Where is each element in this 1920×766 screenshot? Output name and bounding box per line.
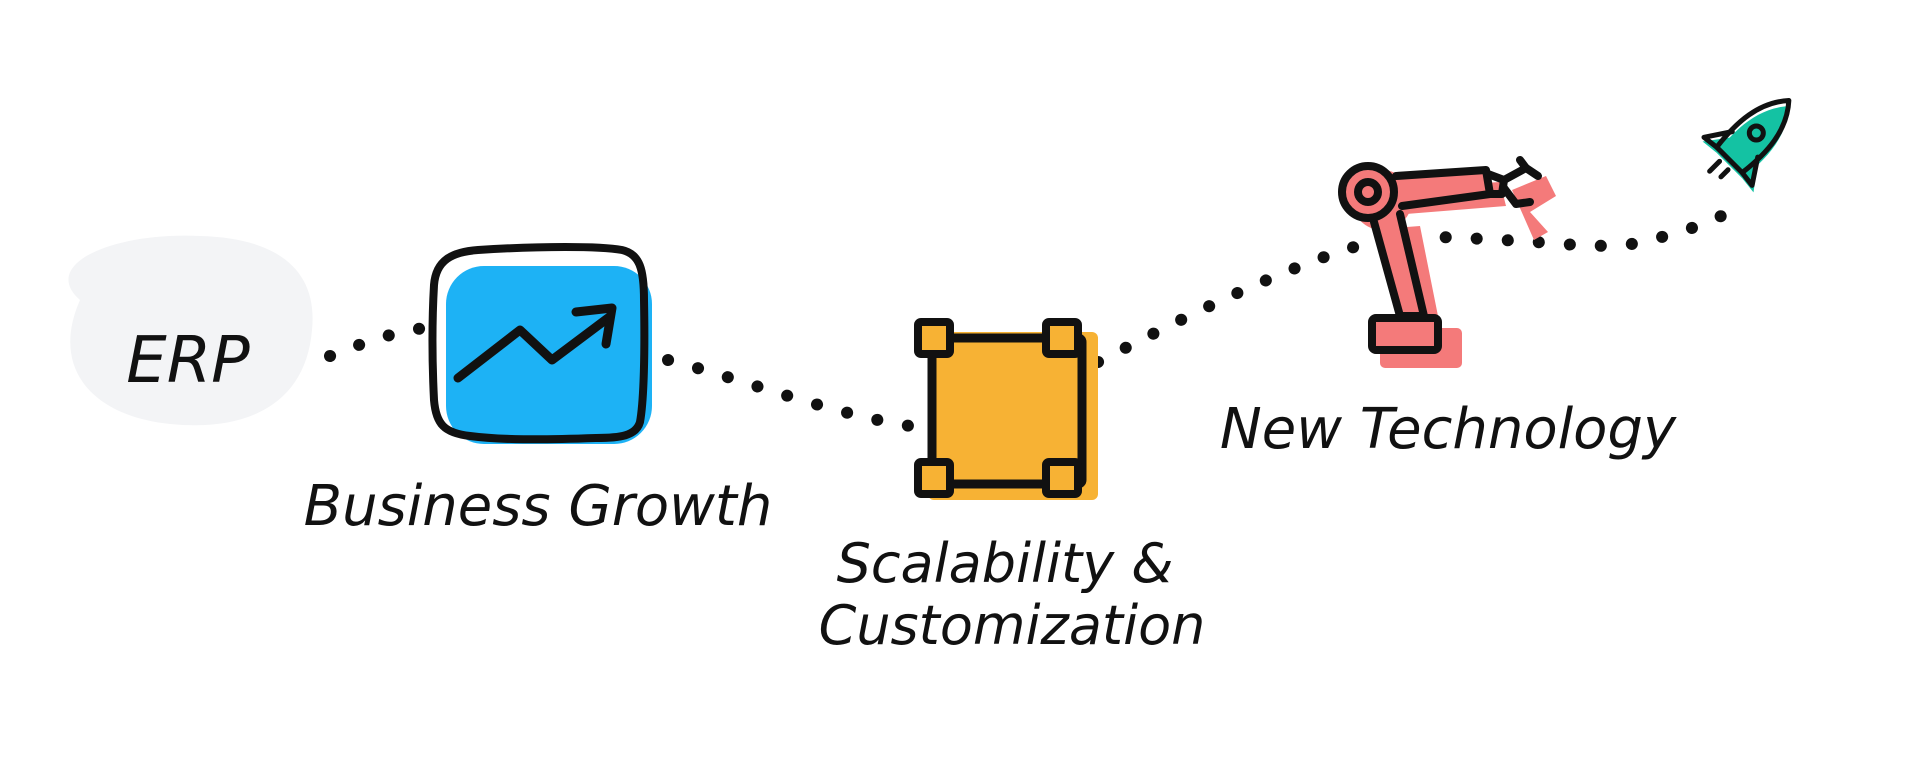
business-growth-label: Business Growth bbox=[304, 474, 773, 539]
new-technology-label: New Technology bbox=[1220, 397, 1677, 462]
scalability-label-line1: Scalability & bbox=[837, 532, 1174, 595]
erp-label: ERP bbox=[126, 324, 250, 398]
robot-arm-icon bbox=[1338, 156, 1556, 368]
resize-frame-icon bbox=[914, 318, 1098, 500]
scalability-node: Scalability & Customization bbox=[819, 318, 1206, 657]
erp-blob bbox=[68, 235, 313, 426]
new-technology-node: New Technology bbox=[1220, 156, 1677, 462]
trend-chart-icon bbox=[428, 243, 652, 444]
erp-node: ERP bbox=[68, 235, 313, 426]
business-growth-node: Business Growth bbox=[304, 243, 773, 539]
rocket-icon bbox=[1701, 98, 1792, 193]
dotted-journey-path bbox=[324, 200, 1746, 434]
scalability-label-line2: Customization bbox=[819, 594, 1206, 657]
